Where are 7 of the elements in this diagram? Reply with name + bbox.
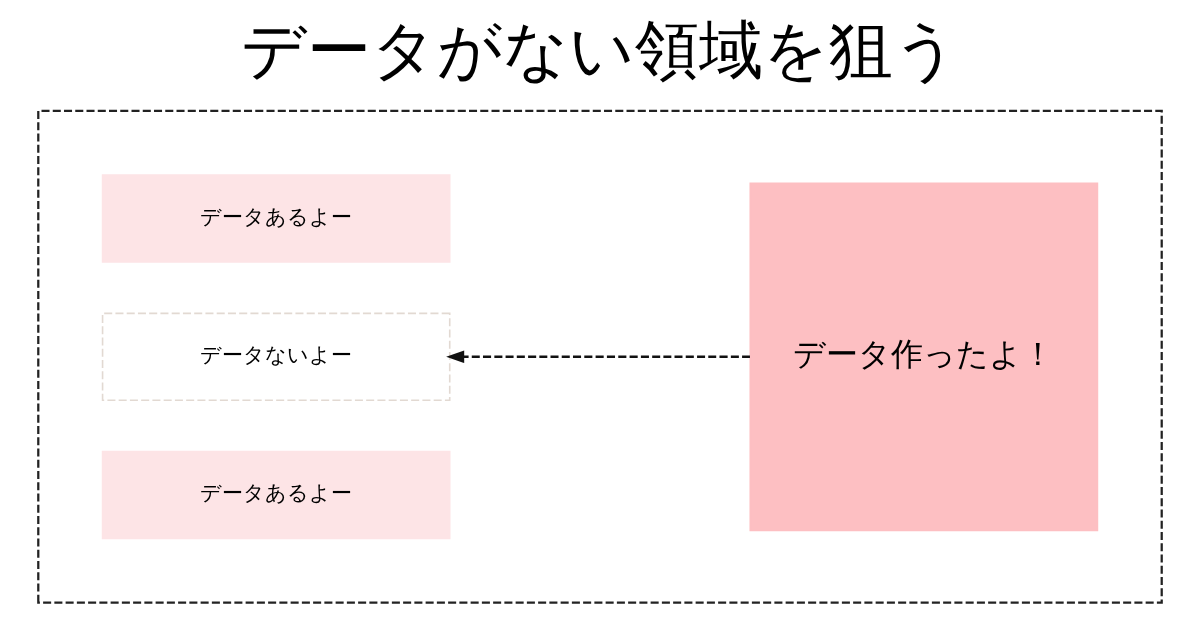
diagram-title: データがない領域を狙う (241, 12, 959, 88)
cluster (37, 109, 1163, 604)
arrow (446, 350, 750, 364)
node-box: データないよー (101, 312, 451, 401)
node-box: データ作ったよ！ (749, 182, 1099, 532)
node-box: データあるよー (101, 174, 451, 263)
node-box: データあるよー (101, 450, 451, 540)
